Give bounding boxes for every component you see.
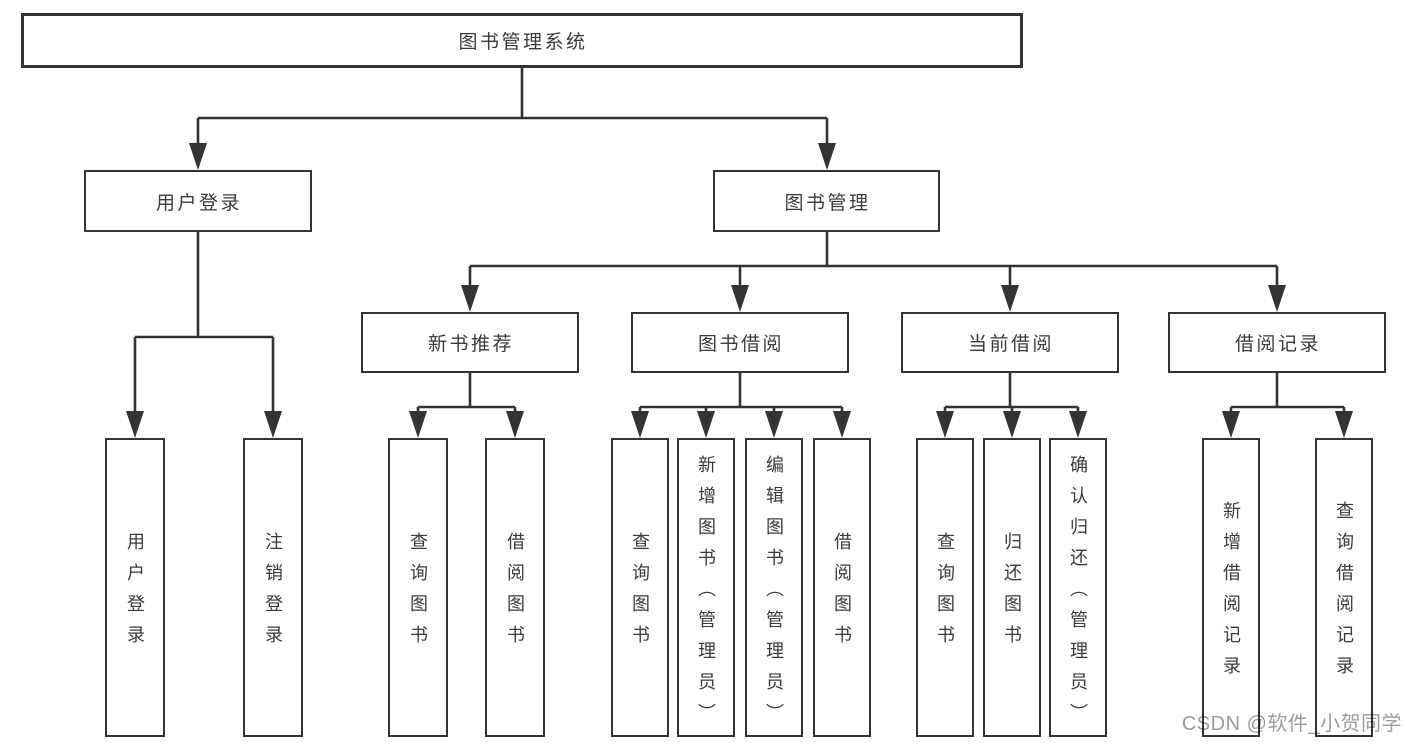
csdn-watermark: CSDN @软件_小贺同学 — [1181, 713, 1402, 735]
node-label: 图书管理系统 — [458, 32, 588, 53]
node-label: 图书借阅 — [697, 334, 784, 355]
node-label: 查询图书 — [935, 532, 955, 656]
node-leaf-return-books: 归还图书 — [983, 438, 1041, 737]
node-label: 借阅图书 — [505, 532, 525, 656]
node-label: 注销登录 — [263, 532, 283, 656]
node-leaf-confirm-return-admin: 确认归还（管理员） — [1049, 438, 1107, 737]
node-label: 查询图书 — [408, 532, 428, 656]
node-label: 确认归还（管理员） — [1068, 454, 1088, 734]
node-label: 用户登录 — [155, 192, 242, 214]
node-leaf-user-login: 用户登录 — [105, 438, 165, 737]
node-label: 归还图书 — [1002, 532, 1022, 656]
node-leaf-query-books-3: 查询图书 — [916, 438, 974, 737]
node-label: 新书推荐 — [427, 334, 514, 355]
node-current-borrowing: 当前借阅 — [901, 312, 1119, 373]
node-label: 借阅图书 — [832, 532, 852, 656]
node-leaf-query-books-2: 查询图书 — [611, 438, 669, 737]
node-book-management: 图书管理 — [713, 170, 940, 232]
node-label: 用户登录 — [125, 532, 145, 656]
node-leaf-logout: 注销登录 — [243, 438, 303, 737]
node-label: 编辑图书（管理员） — [764, 454, 784, 734]
node-new-book-recommend: 新书推荐 — [361, 312, 579, 373]
node-label: 图书管理 — [784, 192, 871, 214]
node-label: 当前借阅 — [967, 334, 1054, 355]
node-label: 借阅记录 — [1234, 334, 1321, 355]
node-library-system: 图书管理系统 — [21, 13, 1023, 68]
node-label: 新增借阅记录 — [1221, 501, 1241, 687]
node-leaf-query-books-1: 查询图书 — [388, 438, 448, 737]
node-user-login: 用户登录 — [84, 170, 312, 232]
node-leaf-edit-books-admin: 编辑图书（管理员） — [745, 438, 803, 737]
node-leaf-query-borrow-record: 查询借阅记录 — [1315, 438, 1373, 737]
node-leaf-add-books-admin: 新增图书（管理员） — [677, 438, 735, 737]
node-leaf-borrow-books-1: 借阅图书 — [485, 438, 545, 737]
node-borrow-records: 借阅记录 — [1168, 312, 1386, 373]
node-label: 新增图书（管理员） — [696, 454, 716, 734]
arrowheads — [126, 143, 1353, 438]
node-leaf-borrow-books-2: 借阅图书 — [813, 438, 871, 737]
node-leaf-add-borrow-record: 新增借阅记录 — [1202, 438, 1260, 737]
node-label: 查询借阅记录 — [1334, 501, 1354, 687]
node-book-borrowing: 图书借阅 — [631, 312, 849, 373]
node-label: 查询图书 — [630, 532, 650, 656]
